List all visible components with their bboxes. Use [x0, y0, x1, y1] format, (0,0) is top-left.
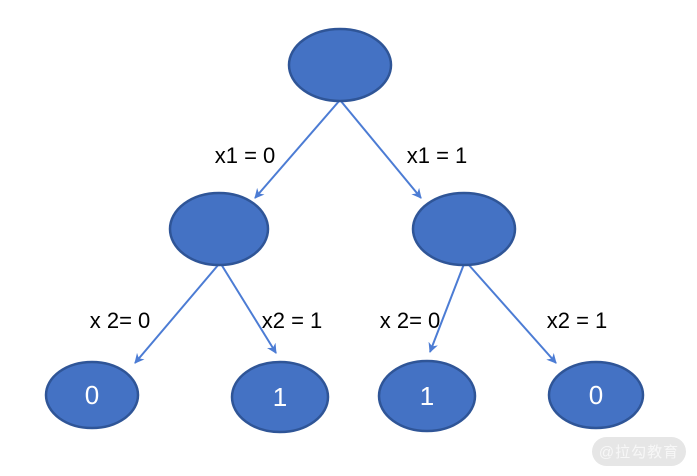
edge-left-to-leaf1: [134, 263, 220, 364]
internal-node-right: [411, 191, 517, 267]
edge-label-left-x2-0: x 2= 0: [90, 308, 151, 333]
edge-right-to-leaf4: [467, 263, 557, 364]
edge-right-to-leaf3: [428, 263, 465, 353]
leaf-node-4: [547, 360, 645, 430]
edge-root-to-right: [339, 99, 422, 199]
watermark-text: @拉勾教育: [598, 444, 680, 461]
edge-labels: x1 = 0 x1 = 1 x 2= 0 x2 = 1 x 2= 0 x2 = …: [90, 143, 608, 333]
tree-nodes: [44, 27, 645, 434]
leaf-value-2: 1: [273, 382, 287, 412]
leaf-node-1: [44, 360, 140, 430]
leaf-values: 0 1 1 0: [85, 380, 603, 412]
internal-node-left: [168, 191, 270, 267]
edge-label-left-x2-1: x2 = 1: [262, 308, 323, 333]
leaf-value-3: 1: [420, 381, 434, 411]
edge-label-x1-1: x1 = 1: [407, 143, 468, 168]
tree-edges: [134, 99, 557, 364]
leaf-node-2: [230, 360, 330, 434]
leaf-node-3: [377, 359, 477, 433]
edge-label-right-x2-1: x2 = 1: [547, 308, 608, 333]
leaf-value-4: 0: [589, 380, 603, 410]
root-node: [287, 27, 393, 103]
edge-label-right-x2-0: x 2= 0: [380, 308, 441, 333]
watermark-badge: @拉勾教育: [592, 437, 686, 466]
edge-left-to-leaf2: [220, 263, 277, 354]
edge-label-x1-0: x1 = 0: [215, 143, 276, 168]
leaf-value-1: 0: [85, 380, 99, 410]
edge-root-to-left: [254, 99, 341, 199]
